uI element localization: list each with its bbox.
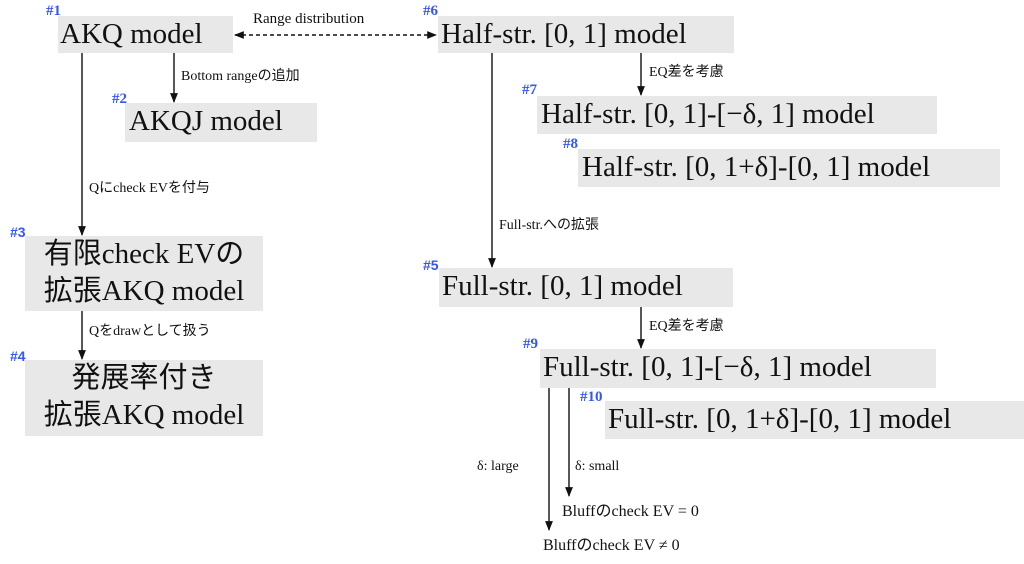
node-tag-9: #9 — [523, 336, 538, 352]
node-tag-8: #8 — [563, 136, 578, 152]
node-tag-2: #2 — [112, 91, 127, 107]
edge-label-full-street-ext: Full-str.への拡張 — [499, 218, 599, 233]
node-tag-10: #10 — [580, 389, 603, 405]
node-label: Full-str. [0, 1]-[−δ, 1] model — [543, 351, 872, 383]
edge-label-delta-large: δ: large — [477, 459, 519, 474]
node-full-street-model[interactable]: Full-str. [0, 1] model — [439, 268, 733, 307]
node-label: Full-str. [0, 1+δ]-[0, 1] model — [608, 403, 952, 435]
node-label: Full-str. [0, 1] model — [442, 270, 683, 302]
node-full-street-plus-delta-model[interactable]: Full-str. [0, 1+δ]-[0, 1] model — [605, 401, 1024, 439]
node-tag-3: #3 — [10, 224, 26, 240]
node-tag-5: #5 — [423, 257, 439, 273]
node-half-street-plus-delta-model[interactable]: Half-str. [0, 1+δ]-[0, 1] model — [578, 149, 1000, 187]
node-tag-1: #1 — [46, 3, 61, 19]
node-label: AKQ model — [60, 18, 203, 50]
node-label-line-1: 有限check EVの — [43, 238, 245, 270]
node-extended-akq-finite-check-ev[interactable]: 有限check EVの 拡張AKQ model — [25, 236, 263, 311]
node-label: Half-str. [0, 1+δ]-[0, 1] model — [582, 151, 931, 183]
edge-label-delta-small: δ: small — [575, 459, 620, 474]
node-akq-model[interactable]: AKQ model — [58, 16, 233, 53]
node-tag-4: #4 — [10, 348, 26, 364]
node-half-street-model[interactable]: Half-str. [0, 1] model — [438, 16, 734, 53]
node-full-street-neg-delta-model[interactable]: Full-str. [0, 1]-[−δ, 1] model — [540, 349, 936, 388]
node-half-street-neg-delta-model[interactable]: Half-str. [0, 1]-[−δ, 1] model — [537, 96, 937, 134]
edge-label-q-as-draw: Qをdrawとして扱う — [89, 324, 211, 339]
node-label: Half-str. [0, 1] model — [441, 18, 687, 50]
edge-label-bottom-range: Bottom rangeの追加 — [181, 69, 300, 84]
node-label-line-2: 拡張AKQ model — [43, 275, 245, 307]
node-extended-akq-with-equity-realization[interactable]: 発展率付き 拡張AKQ model — [25, 360, 263, 436]
node-label-line-1: 発展率付き — [71, 362, 217, 394]
node-tag-6: #6 — [423, 3, 438, 19]
node-label: Half-str. [0, 1]-[−δ, 1] model — [541, 98, 875, 130]
result-check-ev-nonzero: Bluffのcheck EV ≠ 0 — [543, 537, 680, 554]
edge-label-check-ev: Qにcheck EVを付与 — [89, 181, 210, 196]
node-label-line-2: 拡張AKQ model — [43, 399, 245, 431]
node-akqj-model[interactable]: AKQJ model — [125, 103, 317, 142]
edge-label-range-distribution: Range distribution — [253, 11, 365, 27]
edge-label-eq-diff-full: EQ差を考慮 — [649, 319, 724, 334]
node-label: AKQJ model — [129, 105, 283, 137]
edge-label-eq-diff-half: EQ差を考慮 — [649, 65, 724, 80]
node-tag-7: #7 — [522, 82, 537, 98]
result-check-ev-zero: Bluffのcheck EV = 0 — [562, 503, 699, 520]
